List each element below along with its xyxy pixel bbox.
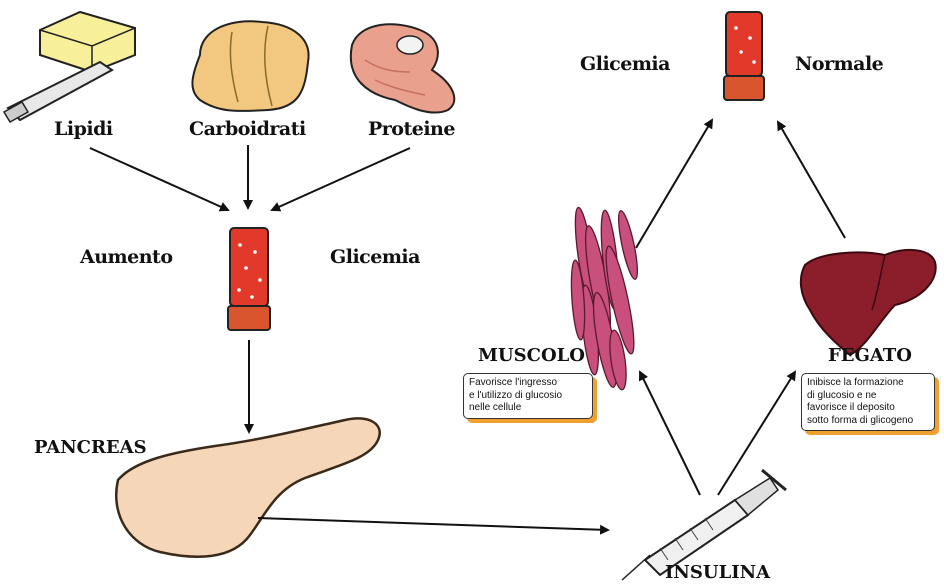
- label-pancreas: PANCREAS: [34, 437, 147, 458]
- label-glicemia-left: Glicemia: [330, 246, 420, 268]
- note-fegato: Inibisce la formazione di glucosio e ne …: [801, 373, 935, 431]
- label-normale: Normale: [795, 53, 883, 75]
- arrow-lipidi: [90, 148, 228, 210]
- label-proteine: Proteine: [368, 118, 455, 140]
- label-carboidrati: Carboidrati: [189, 118, 306, 140]
- label-insulina: INSULINA: [665, 562, 770, 583]
- arrow-to-muscolo: [640, 372, 700, 495]
- arrow-muscolo-to-normal: [636, 120, 712, 248]
- arrow-fegato-to-normal: [778, 122, 845, 238]
- arrow-to-insulina: [258, 518, 608, 530]
- label-glicemia-top: Glicemia: [580, 53, 670, 75]
- label-muscolo: MUSCOLO: [478, 345, 585, 366]
- label-aumento: Aumento: [80, 246, 173, 268]
- label-fegato: FEGATO: [828, 345, 912, 366]
- note-muscolo: Favorisce l'ingresso e l'utilizzo di glu…: [463, 373, 593, 419]
- arrow-to-fegato: [718, 372, 795, 495]
- normal-blood-tube-icon: [724, 12, 764, 100]
- arrow-proteine: [272, 148, 410, 210]
- meat-icon: [351, 24, 455, 112]
- label-lipidi: Lipidi: [54, 118, 113, 140]
- bread-icon: [192, 21, 308, 111]
- pancreas-icon: [116, 418, 379, 556]
- blood-tube-icon: [228, 228, 270, 330]
- butter-icon: [4, 12, 135, 122]
- liver-icon: [801, 250, 936, 355]
